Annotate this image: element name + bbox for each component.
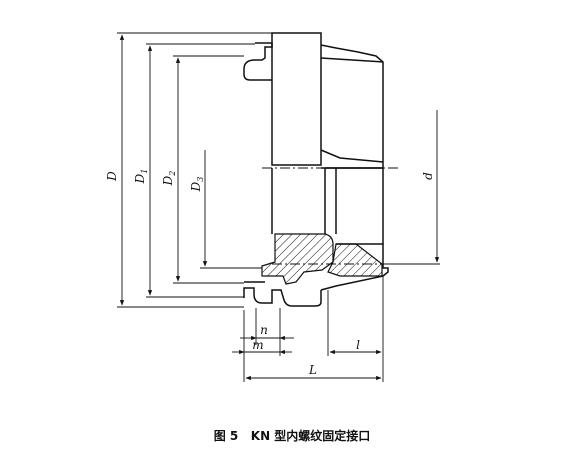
label-n: n [260,323,268,337]
extension-lines [117,32,440,382]
label-D: D [105,171,119,182]
label-d: d [421,172,435,180]
centre-lines [262,167,410,265]
label-m: m [252,338,263,352]
label-L: L [308,363,317,377]
section-main [261,233,334,285]
label-D3: D3 [189,177,205,193]
label-D2: D2 [161,171,177,187]
upper-right-body [320,44,384,169]
upper-hook [243,42,273,81]
connector-body [243,32,389,307]
figure-caption: 图 5 KN 型内螺纹固定接口 [214,428,371,443]
lower-right-body [320,243,389,291]
hatched-sections [261,233,383,285]
label-l: l [356,338,360,352]
label-D1: D1 [133,169,149,185]
dimension-lines [119,34,440,381]
inner-bore [271,168,384,244]
flange-ring [271,32,322,166]
lower-hook [243,281,322,307]
dimension-labels: D D1 D2 D3 d n m l L [105,169,435,377]
section-seal [327,243,383,277]
